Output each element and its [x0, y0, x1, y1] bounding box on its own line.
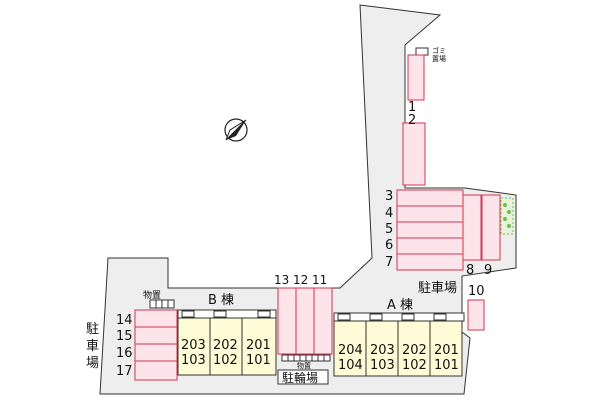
building-a-unit	[429, 320, 463, 377]
building-a-label: A 棟	[387, 298, 413, 313]
trash-area	[415, 47, 429, 56]
parking-number-5: 5	[385, 222, 393, 237]
parking-number-10: 10	[468, 284, 485, 299]
unit-number-b-103: 103	[181, 353, 206, 368]
parking-space	[481, 194, 501, 261]
building-b-label: B 棟	[208, 293, 234, 308]
building-a-unit	[333, 320, 367, 377]
parking-space	[134, 360, 178, 381]
parking-space	[295, 287, 315, 355]
parking-lot-label-left-2: 車	[86, 339, 99, 354]
parking-space	[402, 122, 426, 186]
parking-space	[407, 54, 425, 101]
unit-number-a-104: 104	[338, 358, 363, 373]
unit-number-b-203: 203	[181, 338, 206, 353]
parking-number-1: 1	[408, 100, 416, 115]
parking-number-4: 4	[385, 206, 393, 221]
parking-lot-label: 駐車場	[418, 281, 457, 296]
bike-parking-area	[277, 369, 329, 385]
parking-space	[462, 194, 482, 261]
unit-number-b-102: 102	[213, 353, 238, 368]
unit-number-b-201: 201	[246, 338, 271, 353]
parking-number-16: 16	[116, 346, 133, 361]
parking-number-7: 7	[385, 255, 393, 270]
unit-number-a-201: 201	[434, 343, 459, 358]
parking-space	[396, 237, 464, 255]
parking-number-2: 2	[408, 113, 416, 128]
north-arrow-icon	[224, 118, 248, 142]
unit-number-b-202: 202	[213, 338, 238, 353]
building-b-unit	[241, 317, 277, 376]
parking-space	[134, 309, 178, 328]
parking-space	[396, 205, 464, 223]
parking-space	[277, 287, 297, 355]
parking-number-9: 9	[484, 263, 492, 278]
grass-area	[500, 197, 514, 235]
trash-area-label-2: 置場	[432, 54, 446, 63]
unit-number-a-103: 103	[370, 358, 395, 373]
parking-lot-label-left-1: 駐	[86, 322, 99, 337]
parking-space	[134, 326, 178, 345]
parking-number-14: 14	[116, 313, 133, 328]
parking-space	[134, 343, 178, 362]
parking-space	[313, 287, 333, 355]
parking-number-12: 12	[293, 273, 308, 287]
unit-number-a-102: 102	[402, 358, 427, 373]
parking-number-6: 6	[385, 238, 393, 253]
parking-number-15: 15	[116, 329, 133, 344]
bike-parking-label: 駐輪場	[282, 370, 318, 385]
parking-number-13: 13	[274, 273, 289, 287]
unit-number-a-101: 101	[434, 358, 459, 373]
parking-space	[396, 189, 464, 207]
parking-space	[396, 221, 464, 239]
unit-number-b-101: 101	[246, 353, 271, 368]
parking-number-3: 3	[385, 189, 393, 204]
building-b-unit	[209, 317, 243, 376]
unit-number-a-203: 203	[370, 343, 395, 358]
storage-label: 物置	[143, 289, 161, 301]
unit-number-a-204: 204	[338, 343, 363, 358]
parking-lot-label-left-3: 場	[86, 356, 99, 371]
parking-number-17: 17	[116, 364, 133, 379]
building-a-unit	[397, 320, 431, 377]
bike-storage-label: 物置	[297, 361, 311, 370]
parking-number-11: 11	[312, 273, 327, 287]
parking-space	[467, 299, 485, 331]
trash-area-label-1: ゴミ	[432, 46, 446, 55]
unit-number-a-202: 202	[402, 343, 427, 358]
parking-space	[396, 253, 464, 271]
parking-number-8: 8	[466, 263, 474, 278]
